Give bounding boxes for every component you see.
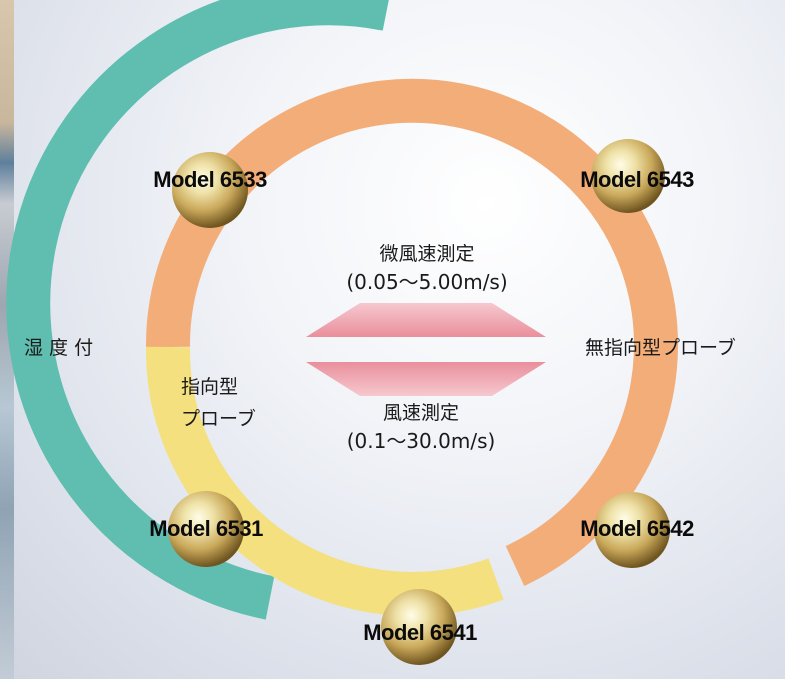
- directional-probe-line1: 指向型: [181, 376, 239, 398]
- model-6531-sphere: [168, 491, 244, 567]
- model-6531-label: Model 6531: [149, 516, 263, 541]
- model-6541-label: Model 6541: [363, 620, 477, 645]
- speed-measurement: 風速測定 (0.1～30.0m/s): [296, 398, 546, 454]
- model-6533-sphere: [172, 152, 248, 228]
- model-6543-sphere: [591, 139, 665, 213]
- side-photo-strip: [0, 0, 14, 679]
- low-speed-measurement: 微風速測定 (0.05～5.00m/s): [302, 239, 552, 295]
- model-6542-label: Model 6542: [580, 516, 694, 541]
- speed-range: (0.1～30.0m/s): [346, 429, 496, 453]
- low-speed-arrow: [306, 303, 546, 337]
- model-6543-label: Model 6543: [580, 167, 694, 192]
- model-6533-label: Model 6533: [153, 167, 267, 192]
- low-speed-range: (0.05～5.00m/s): [346, 270, 508, 294]
- omnidirectional-probe-label: 無指向型プローブ: [585, 337, 736, 359]
- directional-probe-line2: プローブ: [181, 408, 256, 430]
- humidity-label: 湿 度 付: [24, 337, 94, 359]
- speed-title: 風速測定: [382, 402, 459, 424]
- low-speed-title: 微風速測定: [379, 243, 475, 265]
- model-6541-sphere: [381, 589, 457, 665]
- model-6542-sphere: [594, 492, 670, 568]
- speed-arrow: [306, 362, 546, 396]
- directional-probe-label: 指向型 プローブ: [181, 371, 256, 435]
- humidity-ring: [6, 0, 389, 620]
